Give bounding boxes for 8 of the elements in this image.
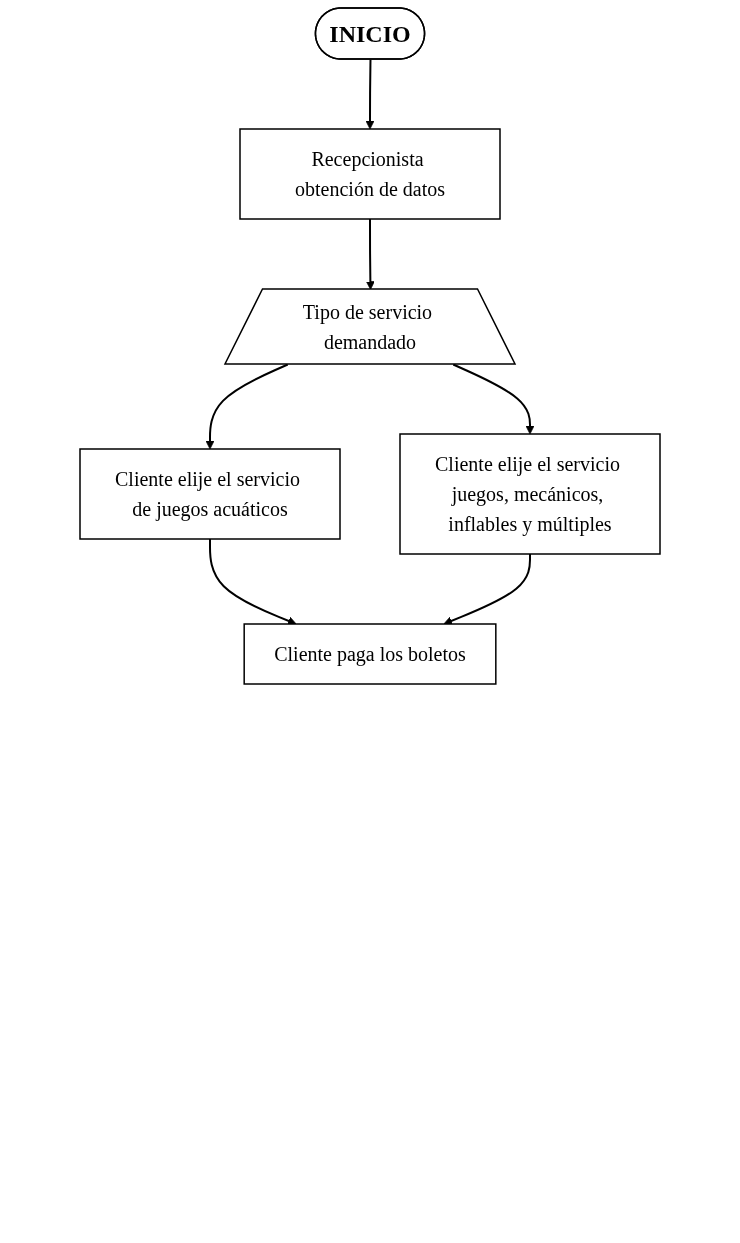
node-box: Cliente elije el servicio juegos, mecánicos, inflables y múltiples xyxy=(399,433,661,555)
arrow xyxy=(365,58,375,130)
arrow xyxy=(443,553,531,626)
node-box: Recepcionista obtención de datos xyxy=(239,128,501,220)
node-box: Cliente elije el servicio de juegos acuáticos xyxy=(79,448,341,540)
arrow xyxy=(209,538,297,626)
arrow xyxy=(366,218,375,290)
node-box: Cliente paga los boletos xyxy=(243,623,497,685)
